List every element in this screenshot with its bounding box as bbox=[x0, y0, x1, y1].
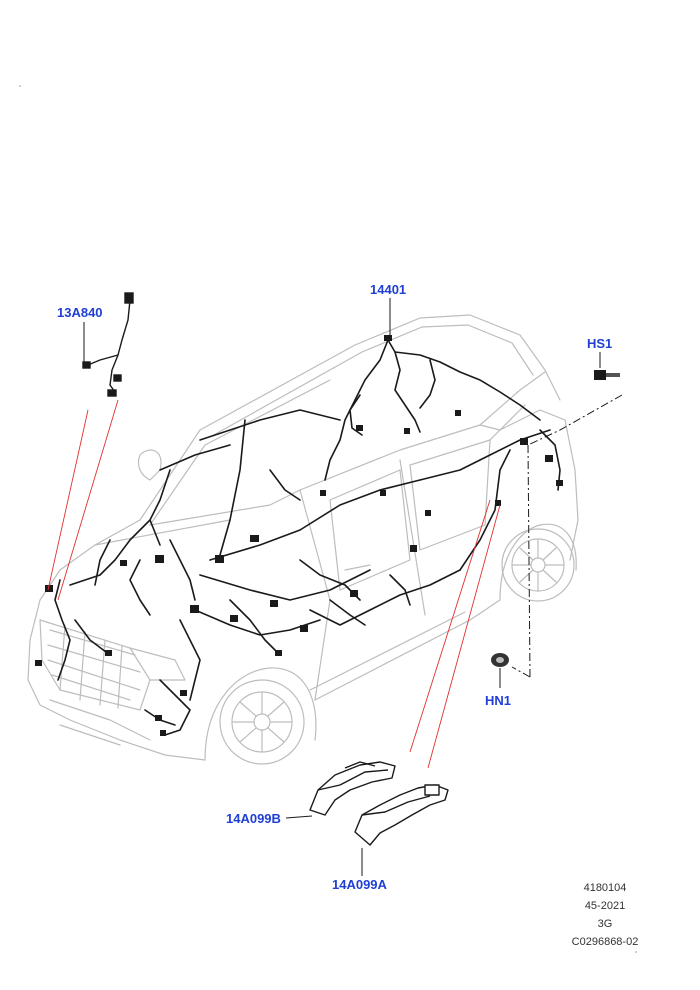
reference-line-4: C0296868-02 bbox=[571, 936, 639, 948]
part-14A099A-drawing bbox=[354, 784, 449, 846]
corner-mark bbox=[19, 85, 21, 87]
hs1-bolt-icon bbox=[594, 352, 620, 380]
part-14A099B-drawing bbox=[309, 761, 396, 816]
reference-block: 4180104 45-2021 3G C0296868-02 bbox=[560, 879, 650, 951]
callout-HN1[interactable]: HN1 bbox=[485, 693, 512, 708]
red-leaders-13A840 bbox=[47, 399, 119, 601]
leader-14A099B bbox=[285, 815, 313, 819]
reference-line-2: 45-2021 bbox=[584, 900, 626, 912]
part-13A840-drawing bbox=[82, 292, 134, 397]
callout-14401[interactable]: 14401 bbox=[370, 282, 407, 297]
red-leaders-14A099 bbox=[409, 499, 501, 769]
harness-connectors bbox=[35, 335, 563, 736]
callout-14A099B[interactable]: 14A099B bbox=[226, 811, 281, 826]
callout-14A099A[interactable]: 14A099A bbox=[332, 877, 387, 892]
reference-line-3: 3G bbox=[597, 918, 613, 930]
callout-HS1[interactable]: HS1 bbox=[587, 336, 613, 351]
callout-13A840[interactable]: 13A840 bbox=[57, 305, 103, 320]
reference-line-1: 4180104 bbox=[583, 882, 627, 894]
corner-mark bbox=[635, 951, 637, 953]
main-harness bbox=[54, 339, 561, 736]
hn1-nut-icon bbox=[491, 653, 509, 688]
fastener-centerlines bbox=[511, 394, 623, 678]
